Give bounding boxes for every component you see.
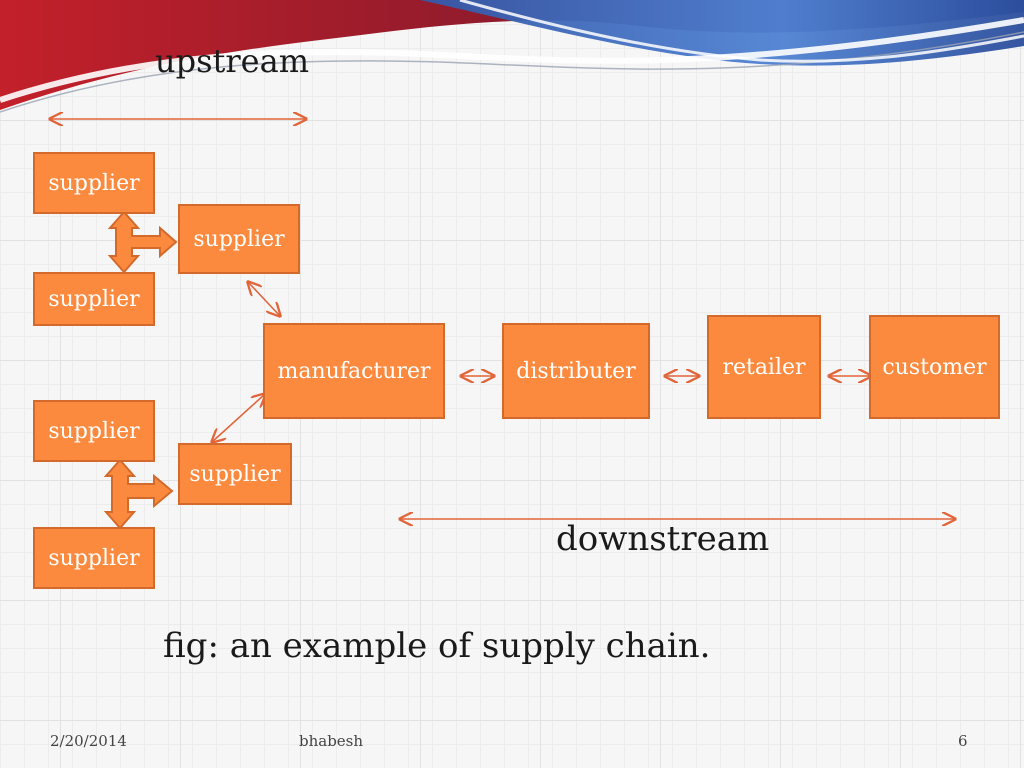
footer-page-number: 6 bbox=[958, 732, 968, 750]
distributer-box: distributer bbox=[502, 323, 650, 419]
downstream-label: downstream bbox=[556, 519, 770, 559]
supplier-block-arrow-top bbox=[107, 210, 178, 274]
footer-author: bhabesh bbox=[299, 732, 364, 750]
supplier-box-6: supplier bbox=[33, 527, 155, 589]
supplier-box-2: supplier bbox=[178, 204, 300, 274]
supplier-block-arrow-bottom bbox=[103, 458, 174, 530]
supplier-box-1: supplier bbox=[33, 152, 155, 214]
customer-box: customer bbox=[869, 315, 1000, 419]
supplier-box-4: supplier bbox=[33, 400, 155, 462]
retailer-box: retailer bbox=[707, 315, 821, 419]
manufacturer-box: manufacturer bbox=[263, 323, 445, 419]
slide-title: upstream bbox=[155, 42, 310, 80]
header-banner bbox=[0, 0, 1024, 113]
supplier-manufacturer-arrow-top bbox=[248, 282, 280, 316]
supplier-box-5: supplier bbox=[178, 443, 292, 505]
supplier-manufacturer-arrow-bottom bbox=[212, 394, 265, 442]
figure-caption: fig: an example of supply chain. bbox=[163, 626, 711, 666]
supplier-box-3: supplier bbox=[33, 272, 155, 326]
footer-date: 2/20/2014 bbox=[50, 732, 127, 750]
